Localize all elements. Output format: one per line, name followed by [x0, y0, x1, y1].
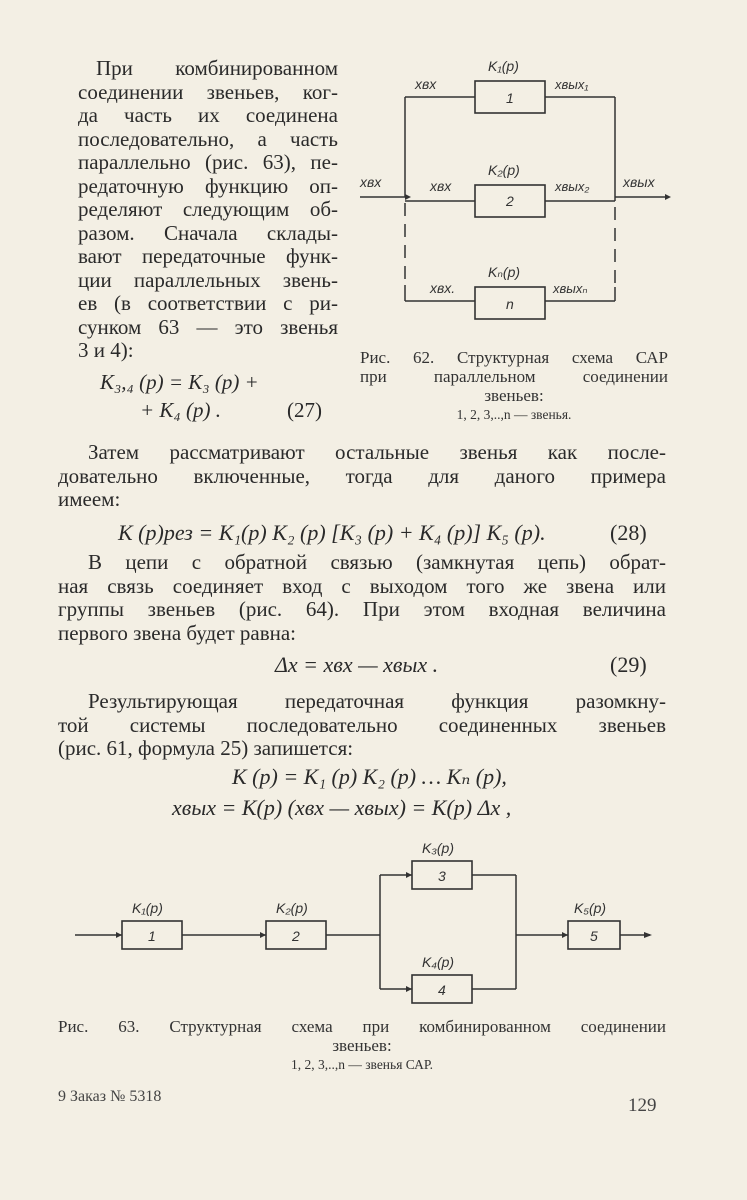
- text-line: группы звеньев (рис. 64). При этом входн…: [58, 597, 666, 621]
- block-4-label: 4: [438, 982, 446, 998]
- caption-line: 1, 2, 3,..,n — звенья.: [456, 407, 572, 422]
- k4-label: K₄(p): [422, 954, 454, 970]
- block-5-label: 5: [590, 928, 598, 944]
- page-number: 129: [628, 1095, 657, 1116]
- k5-label: K₅(p): [574, 900, 606, 916]
- caption-line: Рис. 63. Структурная схема при комбиниро…: [58, 1017, 666, 1036]
- equation-27-number: (27): [287, 398, 322, 422]
- text-line: разом. Сначала склады-: [78, 220, 338, 245]
- text-line: (рис. 61, формула 25) запишется:: [58, 736, 354, 760]
- text-line: первого звена будет равна:: [58, 620, 297, 645]
- caption-line: Рис. 62. Структурная схема САР: [360, 348, 668, 367]
- equation-28: K (p)рез = K₁(p) K₂ (p) [K₃ (p) + K₄ (p)…: [118, 520, 546, 545]
- k1-label: K₁(p): [488, 58, 519, 74]
- paragraph-3: В цепи с обратной связью (замкнутая цепь…: [58, 550, 666, 645]
- k2-label: K₂(p): [276, 900, 308, 916]
- text-line: сунком 63 — это звенья: [78, 314, 338, 339]
- k2-label: K₂(p): [488, 162, 520, 178]
- text-line: той системы последовательно соединенных …: [58, 712, 666, 737]
- x-in-2-label: xвх: [429, 178, 452, 194]
- equation-27-line1: K₃,₄ (p) = K₃ (p) +: [100, 370, 259, 394]
- block-3-label: 3: [438, 868, 446, 884]
- output-arrow: [665, 194, 671, 200]
- footer-order-number: 9 Заказ № 5318: [58, 1088, 162, 1105]
- text-line: Результирующая передаточная функция разо…: [88, 689, 666, 713]
- text-line: последовательно, а часть: [78, 126, 338, 151]
- equation-30-line1: K (p) = K₁ (p) K₂ (p) … Kₙ (p),: [232, 764, 507, 789]
- arrow-into-3: [406, 872, 412, 878]
- paragraph-4: Результирующая передаточная функция разо…: [58, 689, 666, 761]
- equation-29-number: (29): [610, 652, 647, 677]
- text-line: вают передаточные функ-: [78, 244, 338, 268]
- caption-line: при параллельном соединении: [360, 367, 668, 386]
- block-n-label: n: [506, 296, 514, 312]
- block-2-label: 2: [291, 928, 300, 944]
- text-line: имеем:: [58, 487, 121, 511]
- input-arrow: [405, 194, 411, 200]
- x-out-n-label: xвыхₙ: [552, 281, 588, 296]
- equation-29: Δx = xвх — xвых .: [275, 652, 439, 677]
- text-line: При комбинированном: [96, 56, 338, 80]
- arrow-into-1: [116, 932, 122, 938]
- text-line: ции параллельных звень-: [78, 267, 338, 292]
- text-line: да часть их соединена: [78, 103, 338, 127]
- text-line: В цепи с обратной связью (замкнутая цепь…: [88, 550, 666, 574]
- block-2-label: 2: [505, 193, 514, 209]
- arrow-into-4: [406, 986, 412, 992]
- output-arrow: [644, 932, 652, 938]
- k3-label: K₃(p): [422, 840, 454, 856]
- x-out-1-label: xвых₁: [554, 77, 588, 92]
- x-in-1-label: xвх: [414, 76, 437, 92]
- text-line: Затем рассматривают остальные звенья как…: [88, 440, 666, 464]
- figure-63-diagram: 1 2 3 4 5 K₁(p) K₂(p) K₃(p) K₄(p) K₅(p): [75, 840, 652, 1004]
- text-line: ная связь соединяет вход с выходом того …: [58, 573, 666, 598]
- text-line: редаточную функцию оп-: [78, 173, 338, 198]
- paragraph-2: Затем рассматривают остальные звенья как…: [58, 440, 666, 512]
- block-1-label: 1: [148, 928, 156, 944]
- x-out-label: xвых: [622, 174, 656, 190]
- figure-63-caption: Рис. 63. Структурная схема при комбиниро…: [58, 1017, 666, 1074]
- left-paragraph: При комбинированном соединении звеньев, …: [78, 56, 338, 363]
- caption-line: звеньев:: [332, 1036, 392, 1055]
- text-line: параллельно (рис. 63), пе-: [78, 150, 338, 174]
- kn-label: Kₙ(p): [488, 264, 520, 280]
- block-n: [474, 286, 546, 320]
- text-line: ределяют следующим об-: [78, 197, 338, 221]
- equation-28-number: (28): [610, 520, 647, 545]
- text-line: 3 и 4):: [78, 338, 134, 362]
- x-out-2-label: xвых₂: [554, 179, 589, 194]
- text-line: довательно включенные, тогда для даного …: [58, 463, 666, 488]
- text-line: соединении звеньев, ког-: [78, 79, 338, 104]
- equation-27-line2: + K₄ (p) .: [140, 398, 221, 422]
- x-in-label: xвх: [359, 174, 382, 190]
- k1-label: K₁(p): [132, 900, 163, 916]
- equation-30-line2: xвых = K(p) (xвх — xвых) = K(p) Δx ,: [172, 795, 512, 820]
- arrow-into-2: [260, 932, 266, 938]
- figure-62-diagram: 1 2 n K₁(p) K₂(p) Kₙ(p) xвх xвх xвх xвх.…: [359, 58, 671, 320]
- text-line: ев (в соответствии с ри-: [78, 291, 338, 315]
- figure-62-caption: Рис. 62. Структурная схема САР при парал…: [360, 348, 668, 424]
- arrow-into-5: [562, 932, 568, 938]
- block-1-label: 1: [506, 90, 514, 106]
- caption-line: 1, 2, 3,..,n — звенья САР.: [290, 1057, 434, 1072]
- x-in-n-label: xвх.: [429, 280, 455, 296]
- caption-line: звеньев:: [484, 386, 544, 405]
